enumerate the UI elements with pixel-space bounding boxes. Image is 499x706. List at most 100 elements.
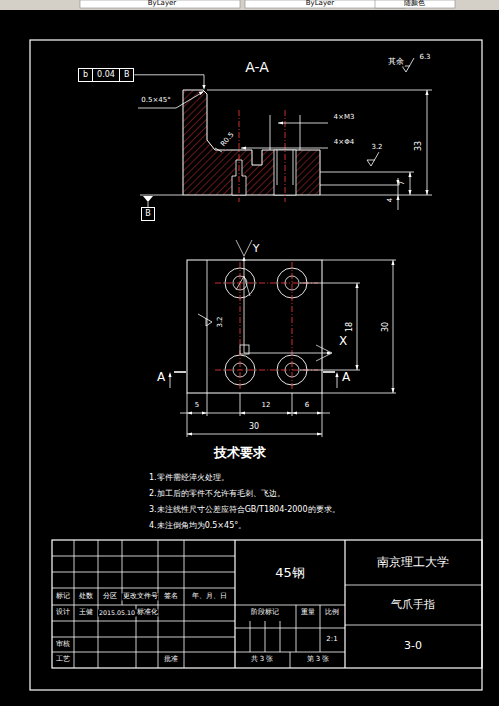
note-line: 4.未注倒角均为0.5×45°。 — [148, 522, 247, 531]
table-line — [98, 540, 99, 605]
material-cell: 45钢 — [274, 566, 306, 580]
title-block — [52, 540, 482, 668]
frame-text: B — [145, 209, 151, 218]
tolerance-leader — [134, 75, 204, 86]
arrowhead — [391, 388, 394, 393]
note-line: 3.未注线性尺寸公差应符合GB/T1804-2000的要求。 — [148, 506, 341, 515]
frame-text: 0.04 — [92, 69, 119, 81]
extension-line — [240, 393, 241, 416]
dimension-text: 4 — [387, 197, 395, 203]
table-line — [234, 540, 235, 668]
step-line — [207, 260, 208, 393]
note-line: 2.加工后的零件不允许有毛刺、飞边。 — [148, 490, 286, 499]
extension-line — [320, 195, 432, 196]
leader-line — [176, 92, 203, 108]
leader-line — [241, 148, 328, 149]
table-line — [235, 628, 345, 629]
dimension-text: 30 — [248, 423, 260, 432]
drawing-number-cell: 3-0 — [403, 640, 423, 652]
extension-line — [292, 393, 293, 416]
arrowhead — [187, 432, 192, 435]
axis-line — [244, 353, 330, 354]
roughness-value: 3.2 — [217, 315, 225, 328]
table-cell: 工艺 — [55, 656, 71, 664]
roughness-note: 其余 — [387, 58, 405, 67]
section-profile — [183, 90, 320, 195]
chamfer-note: 0.5×45° — [140, 97, 171, 105]
table-cell: 重量 — [300, 609, 316, 617]
table-line — [52, 556, 235, 557]
section-label: A — [341, 371, 351, 384]
table-cell: 王健 — [78, 609, 94, 617]
arrowhead — [355, 283, 358, 288]
arrowhead — [355, 365, 358, 370]
dimension-line — [357, 283, 358, 370]
cut-line — [174, 371, 186, 373]
datum-box: B — [141, 207, 155, 221]
table-cell: 更改文件号 — [122, 593, 159, 600]
toolbar-text: 随颜色 — [403, 0, 426, 8]
hole-note: 4×Φ4 — [333, 139, 355, 147]
hole-mark — [300, 115, 301, 150]
leader-line — [215, 148, 222, 152]
table-cell: 设计 — [55, 609, 71, 617]
thread-line — [277, 150, 278, 185]
arrowhead — [396, 195, 399, 200]
toolbar-text: ByLayer — [305, 0, 335, 8]
table-cell: 第 3 张 — [306, 656, 331, 664]
arrowhead — [168, 372, 171, 377]
tolerance-frame: b0.04B — [78, 68, 134, 82]
dimension-line — [393, 260, 394, 393]
roughness-symbol — [198, 314, 212, 326]
toolbar-dropdown — [375, 0, 455, 8]
axis-arrow-mark — [236, 240, 252, 256]
toolbar-dropdown — [80, 0, 240, 8]
part-name-cell: 气爪手指 — [390, 599, 436, 611]
roughness-value: 6.3 — [418, 54, 431, 62]
table-line — [184, 540, 185, 605]
section-title: A-A — [244, 60, 270, 75]
extension-line — [207, 90, 432, 91]
center-line — [240, 262, 241, 391]
arrowhead — [199, 91, 204, 95]
arrowhead — [187, 411, 192, 414]
roughness-mark — [367, 152, 379, 166]
datum-triangle — [143, 196, 153, 202]
extension-line — [207, 393, 208, 416]
extension-line — [322, 393, 396, 394]
table-line — [345, 625, 482, 626]
axis-label: Y — [252, 243, 261, 255]
table-cell: 处数 — [78, 593, 94, 601]
frame-text: b — [79, 69, 92, 81]
hole-mark — [270, 115, 271, 150]
arrowhead — [278, 121, 283, 124]
extension-line — [300, 370, 360, 371]
extension-line — [300, 283, 360, 284]
dimension-text: 5 — [194, 402, 200, 410]
extension-line — [140, 195, 183, 196]
table-line — [280, 621, 281, 652]
toolbar-bar — [0, 0, 499, 10]
table-line — [265, 621, 266, 652]
table-cell: 阶段标记 — [250, 609, 280, 617]
axis-arrow-mark — [316, 345, 332, 361]
table-line — [344, 540, 345, 668]
leader-line — [278, 123, 328, 124]
arrowhead — [335, 372, 338, 377]
table-line — [52, 621, 235, 622]
table-line — [296, 605, 297, 652]
table-line — [320, 605, 321, 652]
arrowhead — [287, 411, 292, 414]
table-line — [235, 605, 345, 606]
table-cell: 签名 — [163, 593, 179, 601]
extension-line — [322, 393, 323, 437]
cut-line — [323, 371, 335, 373]
arrowhead — [408, 172, 411, 177]
arrowhead — [202, 411, 207, 414]
dimension-line — [427, 90, 428, 195]
table-line — [52, 637, 235, 638]
center-line — [285, 110, 286, 202]
roughness-symbol — [367, 152, 379, 166]
